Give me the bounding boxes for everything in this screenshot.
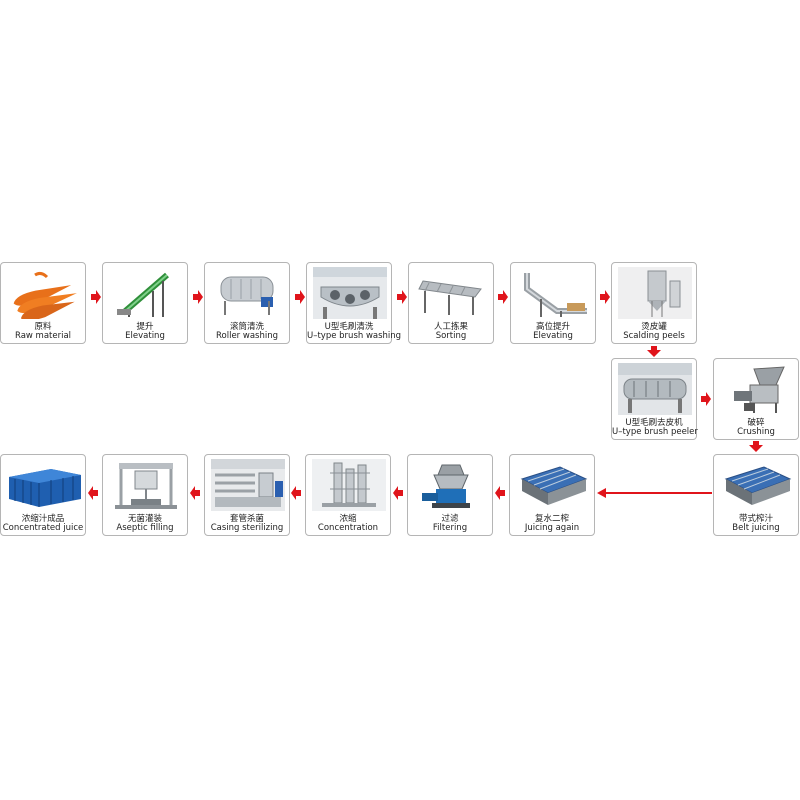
drums-icon	[9, 469, 81, 507]
step-brush-washing: U型毛刷清洗 U–type brush washing	[306, 262, 402, 344]
step-roller-washing: 滚筒清洗 Roller washing	[204, 262, 290, 344]
step-label-en: Elevating	[125, 331, 165, 341]
step-label-cn: 复水二榨	[534, 514, 569, 524]
step-label-en: Filtering	[432, 523, 468, 533]
step-label-en: U–type brush peeler	[612, 427, 698, 437]
step-aseptic-filling: 无菌灌装 Aseptic filling	[102, 454, 188, 536]
step-concentrated-juice: 浓缩汁成品 Concentrated juice	[0, 454, 86, 536]
step-label-en: Elevating	[533, 331, 573, 341]
arrow-left-icon	[88, 486, 98, 500]
arrow-line	[606, 492, 712, 494]
arrow-down-icon	[647, 346, 661, 357]
step-juicing-again: 复水二榨 Juicing again	[509, 454, 595, 536]
step-label-cn: 套管杀菌	[229, 514, 264, 524]
step-label-cn: 过滤	[441, 514, 459, 524]
step-label-cn: 原料	[34, 322, 52, 332]
belt-press-icon	[724, 466, 792, 505]
step-elevating: 提升 Elevating	[102, 262, 188, 344]
step-label-en: Casing sterilizing	[210, 523, 284, 533]
step-label-en: Juicing again	[524, 523, 580, 533]
step-label-en: Raw material	[14, 331, 72, 341]
arrow-right-icon	[91, 290, 101, 304]
high-elevator-icon	[524, 273, 587, 317]
belt-press-icon	[520, 466, 588, 505]
arrow-right-icon	[193, 290, 203, 304]
arrow-left-icon	[291, 486, 301, 500]
arrow-right-icon	[498, 290, 508, 304]
arrow-left-icon	[597, 488, 606, 498]
step-label-en: Belt juicing	[732, 523, 780, 533]
arrow-right-icon	[600, 290, 610, 304]
carrots-icon	[13, 271, 77, 319]
step-label-en: U–type brush washing	[307, 331, 402, 341]
brush-washer-icon	[313, 267, 387, 319]
step-label-cn: 高位提升	[535, 322, 570, 332]
step-label-cn: 烫皮罐	[641, 322, 667, 332]
step-label-en: Sorting	[435, 331, 467, 341]
step-label-cn: 人工拣果	[433, 322, 468, 332]
step-label-cn: U型毛刷去皮机	[625, 418, 683, 428]
step-label-cn: 无菌灌装	[127, 514, 162, 524]
step-high-elevating: 高位提升 Elevating	[510, 262, 596, 344]
step-belt-juicing: 带式榨汁 Belt juicing	[713, 454, 799, 536]
step-filtering: 过滤 Filtering	[407, 454, 493, 536]
step-casing-sterilizing: 套管杀菌 Casing sterilizing	[204, 454, 290, 536]
incline-conveyor-icon	[117, 272, 169, 317]
step-crushing: 破碎 Crushing	[713, 358, 799, 440]
step-raw-material: 原料 Raw material	[0, 262, 86, 344]
step-scalding-peels: 烫皮罐 Scalding peels	[611, 262, 697, 344]
arrow-left-icon	[190, 486, 200, 500]
step-label-cn: 破碎	[747, 418, 765, 428]
drum-washer-icon	[220, 276, 274, 315]
step-label-en: Scalding peels	[623, 331, 685, 341]
step-label-en: Crushing	[737, 427, 775, 437]
tube-sterilizer-icon	[211, 459, 285, 511]
step-label-cn: 带式榨汁	[738, 514, 773, 524]
separator-icon	[422, 464, 470, 508]
sorting-table-icon	[418, 280, 482, 315]
arrow-right-icon	[701, 392, 711, 406]
scalding-tank-icon	[618, 267, 692, 319]
step-label-cn: U型毛刷清洗	[324, 322, 374, 332]
step-brush-peeler: U型毛刷去皮机 U–type brush peeler	[611, 358, 698, 440]
step-label-cn: 提升	[136, 322, 154, 332]
arrow-left-icon	[393, 486, 403, 500]
brush-peeler-icon	[618, 363, 692, 415]
arrow-down-icon	[749, 441, 763, 452]
arrow-left-icon	[495, 486, 505, 500]
step-label-en: Aseptic filling	[116, 523, 174, 533]
arrow-right-icon	[295, 290, 305, 304]
arrow-right-icon	[397, 290, 407, 304]
step-sorting: 人工拣果 Sorting	[408, 262, 494, 344]
step-label-en: Concentrated juice	[2, 523, 84, 533]
step-label-en: Roller washing	[216, 331, 278, 341]
step-label-cn: 浓缩	[339, 514, 357, 524]
crusher-icon	[734, 366, 785, 413]
step-label-cn: 浓缩汁成品	[21, 514, 65, 524]
aseptic-filler-icon	[115, 463, 177, 509]
step-concentration: 浓缩 Concentration	[305, 454, 391, 536]
step-label-en: Concentration	[317, 523, 379, 533]
step-label-cn: 滚筒清洗	[229, 322, 264, 332]
evaporator-icon	[312, 459, 386, 511]
